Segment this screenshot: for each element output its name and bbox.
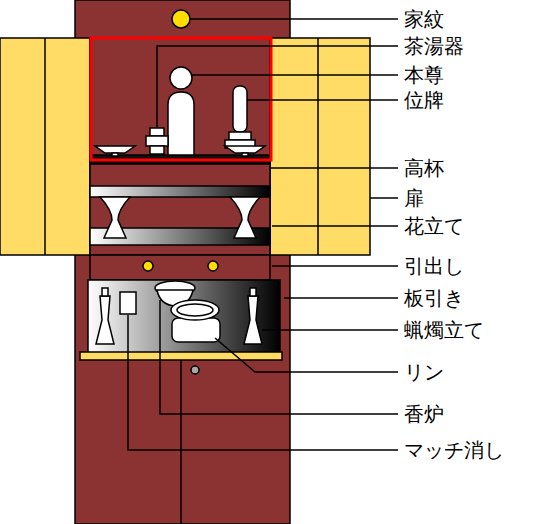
part-label: 板引き [402,286,466,310]
part-label: 家紋 [402,7,446,31]
right-door [270,38,370,255]
candle-holder [96,296,114,344]
part-label: 蝋燭立て [402,318,486,342]
part-label: 茶湯器 [402,34,466,58]
part-label: マッチ消し [402,438,506,462]
pull-out-board [80,352,282,360]
rin-bell [172,318,220,342]
cabinet-body [75,0,290,524]
part-label: 引出し [402,254,466,278]
flower-vase [100,197,130,238]
offering-stand [95,146,135,153]
left-door [0,38,90,255]
match-extinguisher [120,292,136,314]
part-label: 花立て [402,214,466,238]
part-label: リン [402,360,446,384]
part-label: 本尊 [402,63,446,87]
part-label: 扉 [402,186,426,210]
part-label: 香炉 [402,402,446,426]
highlight-frame [91,38,271,160]
leader-lines [128,19,398,450]
lower-shelf [88,280,280,353]
honzon-figure [168,92,194,155]
family-crest [172,10,190,28]
part-label: 高杯 [402,156,446,180]
ihai-tablet [233,86,247,132]
tea-cup [150,128,164,136]
drawer [90,255,270,280]
part-label: 位牌 [402,88,446,112]
